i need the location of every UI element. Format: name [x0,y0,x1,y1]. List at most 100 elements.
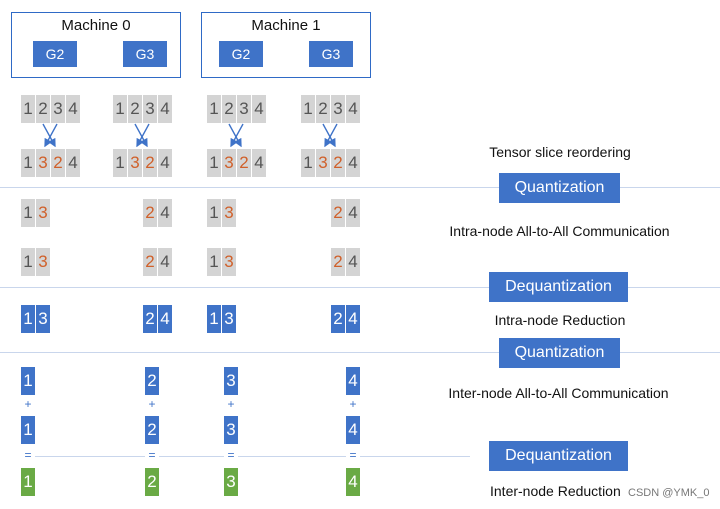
divider [0,287,720,288]
slice-cell: 3 [36,248,50,276]
machine-0-gpu-g2: G2 [33,41,77,67]
slice-cell: 4 [158,248,172,276]
slice-cell: 1 [21,95,35,123]
slice-cell: 4 [346,199,360,227]
plus-sign: + [148,397,156,411]
slice-cell: 3 [128,149,142,177]
equals-sign: = [346,448,360,462]
arrow-line [134,123,148,148]
slice-cell: 1 [113,149,127,177]
slice-cell: 2 [128,95,142,123]
slice-cell: 2 [143,149,157,177]
slice-cell: 4 [66,95,80,123]
divider [0,352,720,353]
stage-quantization-1: Quantization [499,173,620,203]
equals-sign: = [145,448,159,462]
stage-dequantization-2: Dequantization [489,441,628,471]
slice-cell: 4 [346,95,360,123]
stage-quantization-2: Quantization [499,338,620,368]
reduced-cell: 2 [143,305,157,333]
slice-cell: 4 [66,149,80,177]
label-inter-node-a2a: Inter-node All-to-All Communication [448,385,669,401]
machine-0-title: Machine 0 [61,17,131,34]
reduced-cell: 4 [158,305,172,333]
inter-cell: 4 [346,416,360,444]
arrow-line [324,123,338,148]
reduced-cell: 4 [346,305,360,333]
arrow-line [42,123,56,148]
slice-cell: 2 [331,199,345,227]
arrow-line [136,123,150,148]
machine-1-title: Machine 1 [251,17,321,34]
result-cell: 3 [224,468,238,496]
slice-cell: 1 [21,248,35,276]
plus-sign: + [227,397,235,411]
slice-cell: 1 [113,95,127,123]
machine-1-gpu-g3: G3 [309,41,353,67]
inter-cell: 4 [346,367,360,395]
slice-cell: 1 [21,199,35,227]
slice-cell: 2 [143,199,157,227]
arrow-line [228,123,242,148]
machine-0-box: Machine 0 G2 G3 [11,12,181,78]
inter-cell: 1 [21,367,35,395]
slice-cell: 1 [207,248,221,276]
reduced-cell: 3 [36,305,50,333]
slice-cell: 1 [301,149,315,177]
slice-cell: 4 [252,149,266,177]
label-tensor-slice-reordering: Tensor slice reordering [489,144,631,160]
slice-cell: 3 [316,149,330,177]
result-cell: 1 [21,468,35,496]
watermark: CSDN @YMK_0 [628,487,710,499]
arrow-line [44,123,58,148]
equals-sign: = [21,448,35,462]
plus-sign: + [24,397,32,411]
slice-cell: 2 [331,248,345,276]
reduced-cell: 1 [21,305,35,333]
slice-cell: 2 [331,149,345,177]
inter-cell: 2 [145,367,159,395]
label-intra-node-a2a: Intra-node All-to-All Communication [449,223,670,239]
stage-dequantization-1: Dequantization [489,272,628,302]
plus-sign: + [349,397,357,411]
inter-cell: 2 [145,416,159,444]
result-cell: 4 [346,468,360,496]
slice-cell: 3 [222,149,236,177]
slice-cell: 1 [207,149,221,177]
slice-cell: 2 [36,95,50,123]
slice-cell: 3 [331,95,345,123]
slice-cell: 3 [143,95,157,123]
slice-cell: 1 [207,95,221,123]
slice-cell: 3 [36,199,50,227]
machine-1-box: Machine 1 G2 G3 [201,12,371,78]
slice-cell: 4 [346,248,360,276]
label-inter-node-reduction: Inter-node Reduction [490,483,621,499]
slice-cell: 2 [316,95,330,123]
slice-cell: 3 [222,248,236,276]
reduced-cell: 1 [207,305,221,333]
slice-cell: 3 [51,95,65,123]
arrow-line [230,123,244,148]
equals-sign: = [224,448,238,462]
machine-1-gpu-g2: G2 [219,41,263,67]
slice-cell: 4 [158,95,172,123]
reduced-cell: 3 [222,305,236,333]
slice-cell: 1 [21,149,35,177]
slice-cell: 2 [237,149,251,177]
slice-cell: 3 [36,149,50,177]
inter-cell: 1 [21,416,35,444]
slice-cell: 1 [301,95,315,123]
reduced-cell: 2 [331,305,345,333]
machine-0-gpu-g3: G3 [123,41,167,67]
divider [30,456,470,457]
label-intra-node-reduction: Intra-node Reduction [494,312,626,328]
slice-cell: 4 [158,149,172,177]
slice-cell: 4 [252,95,266,123]
slice-cell: 2 [51,149,65,177]
inter-cell: 3 [224,367,238,395]
slice-cell: 4 [158,199,172,227]
slice-cell: 3 [237,95,251,123]
result-cell: 2 [145,468,159,496]
arrow-line [322,123,336,148]
